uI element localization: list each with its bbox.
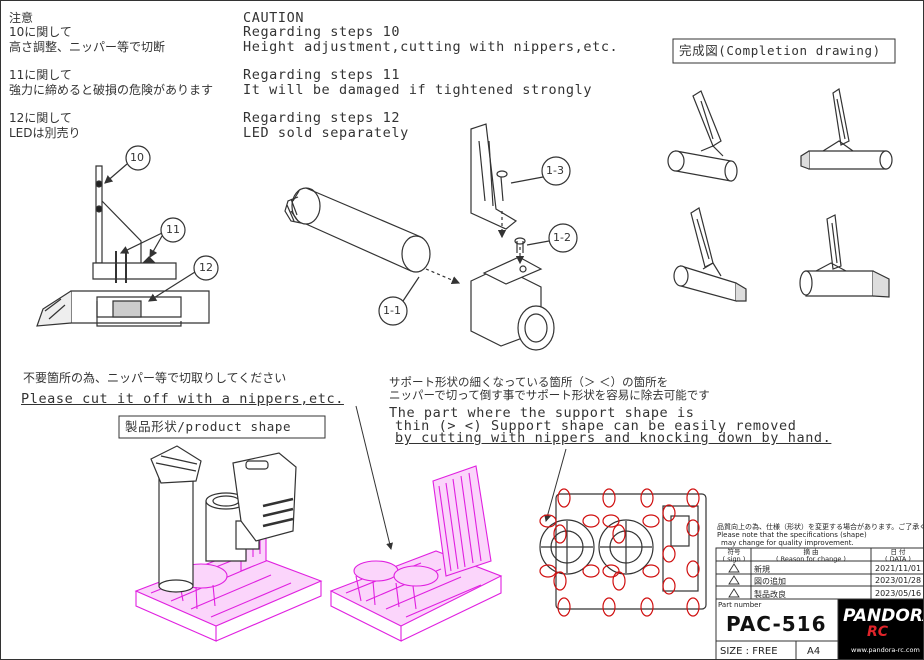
notes-en-step12-head: Regarding steps 12 bbox=[243, 110, 401, 126]
row-reason: 新規 bbox=[754, 565, 770, 574]
notes-en-step10-head: Regarding steps 10 bbox=[243, 24, 401, 40]
callout-11: 11 bbox=[166, 223, 180, 236]
support-note-en-1: The part where the support shape is bbox=[389, 405, 695, 421]
col-date: 日 付 ( DATA ) bbox=[885, 548, 911, 563]
notes-jp-title: 注意 bbox=[9, 11, 34, 25]
notes-en-step11-body: It will be damaged if tightened strongly bbox=[243, 82, 593, 98]
part-number: PAC-516 bbox=[726, 612, 827, 636]
title-block-frame bbox=[715, 547, 923, 659]
callout-10: 10 bbox=[130, 151, 144, 164]
completion-drawing-label: 完成図(Completion drawing) bbox=[679, 43, 881, 58]
notes-jp-step10-head: 10に関して bbox=[9, 25, 72, 39]
col-sign: 符号 ( sign ) bbox=[722, 548, 746, 563]
exploded-view-drawing bbox=[284, 123, 578, 351]
row-date: 2023/01/28 bbox=[875, 576, 922, 585]
row-reason: 製品改良 bbox=[754, 590, 786, 599]
row-date: 2023/05/16 bbox=[875, 589, 922, 598]
title-notice-jp: 品質向上の為、仕様（形状）を変更する場合があります。ご了承ください。 bbox=[717, 523, 923, 531]
completion-label-box bbox=[672, 38, 896, 64]
support-note-jp-2: ニッパーで切って倒す事でサポート形状を容易に除去可能です bbox=[389, 388, 710, 402]
paper-size: A4 bbox=[807, 646, 821, 657]
notes-en-step11-head: Regarding steps 11 bbox=[243, 67, 401, 83]
brand-url: www.pandora-rc.com bbox=[851, 646, 920, 654]
cut-note-jp: 不要箇所の為、ニッパー等で切取りしてください bbox=[23, 371, 287, 385]
callout-1-2: 1-2 bbox=[553, 231, 571, 244]
support-note-en-2: thin (> <) Support shape can be easily r… bbox=[395, 418, 797, 434]
side-view-drawing bbox=[36, 145, 219, 327]
support-note-en-3: by cutting with nippers and knocking dow… bbox=[395, 430, 832, 446]
title-notice-en-1: Please note that the specifications (sha… bbox=[717, 531, 867, 539]
callout-12: 12 bbox=[199, 261, 213, 274]
notes-jp-step10-body: 高さ調整、ニッパー等で切断 bbox=[9, 40, 166, 54]
col-reason: 摘 由 ( Reason for change ) bbox=[776, 548, 846, 563]
warning-icons bbox=[728, 563, 740, 598]
product-label-box bbox=[118, 415, 326, 439]
brand-logo-sub: RC bbox=[867, 624, 889, 640]
notes-en-step10-body: Height adjustment,cutting with nippers,e… bbox=[243, 39, 619, 55]
notes-jp-step11-head: 11に関して bbox=[9, 68, 72, 82]
callout-1-1: 1-1 bbox=[383, 304, 401, 317]
notes-jp-step12-head: 12に関して bbox=[9, 111, 72, 125]
printed-part-tube bbox=[150, 445, 297, 593]
notes-en-step12-body: LED sold separately bbox=[243, 125, 409, 141]
size-label: SIZE : FREE bbox=[720, 646, 778, 657]
notes-jp-step11-body: 強力に締めると破損の危険があります bbox=[9, 83, 214, 97]
support-note-jp-1: サポート形状の細くなっている箇所（＞ ＜）の箇所を bbox=[389, 375, 669, 389]
title-notice-en-2: may change for quality improvement. bbox=[721, 539, 854, 547]
product-shape-label: 製品形状/product shape bbox=[125, 419, 292, 434]
cut-note-en: Please cut it off with a nippers,etc. bbox=[21, 391, 344, 407]
callout-1-3: 1-3 bbox=[546, 164, 564, 177]
notes-en-title: CAUTION bbox=[243, 10, 305, 26]
notes-jp-step12-body: LEDは別売り bbox=[9, 126, 81, 140]
support-cut-marks bbox=[539, 488, 700, 617]
printed-support-only bbox=[329, 465, 503, 642]
row-reason: 図の追加 bbox=[754, 577, 786, 586]
support-schematic bbox=[539, 493, 707, 610]
brand-logo: PANDORA bbox=[843, 606, 923, 626]
row-date: 2021/11/01 bbox=[875, 564, 922, 573]
part-number-label: Part number bbox=[718, 601, 762, 609]
completion-drawings bbox=[667, 87, 893, 302]
